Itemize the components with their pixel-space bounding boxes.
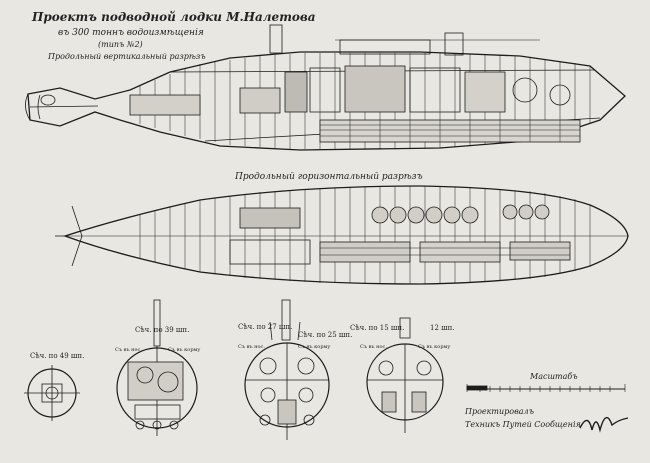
periscope-mast xyxy=(269,24,283,54)
cross-section-27-label: Сѣч. по 27 шп. xyxy=(238,323,293,331)
cross-section-27-right-note: Съ въ корму xyxy=(298,344,331,350)
cross-section-27 xyxy=(244,299,330,440)
horizontal-section-label: Продольный горизонтальный разрѣзъ xyxy=(235,172,423,182)
conning-tower-section xyxy=(281,299,291,341)
drawing-variant: (типъ №2) xyxy=(98,40,143,49)
cross-section-39-right-note: Съ въ корму xyxy=(168,347,201,353)
vertical-section-drawing xyxy=(25,24,626,151)
tower-hatch xyxy=(444,32,464,56)
tower-section xyxy=(399,317,411,339)
cross-section-49-label: Сѣч. по 49 шп. xyxy=(30,352,85,360)
cross-section-15-label: Сѣч. по 15 шп. xyxy=(350,324,405,332)
scale-label: Масштабъ xyxy=(530,372,578,381)
signature-mark xyxy=(579,417,629,433)
cross-section-27-left-note: Съ въ нос. xyxy=(238,344,265,350)
cross-section-39 xyxy=(116,299,198,436)
propeller xyxy=(40,94,56,106)
cross-section-12-label: 12 шп. xyxy=(430,324,455,332)
horizontal-frames xyxy=(139,186,591,284)
stern-fins xyxy=(71,205,83,267)
horizontal-section-drawing xyxy=(55,185,629,285)
cross-section-49 xyxy=(24,365,80,421)
cross-section-25-label: Сѣч. по 25 шп. xyxy=(298,331,353,339)
periscope xyxy=(153,299,161,347)
cross-section-15-right-note: Съ въ корму xyxy=(418,344,451,350)
drawing-title: Проектъ подводной лодки М.Налетова xyxy=(32,10,316,24)
cross-section-39-label: Сѣч. по 39 шп. xyxy=(135,326,190,334)
cross-section-39-left-note: Съ въ нос. xyxy=(115,347,142,353)
cross-section-15 xyxy=(366,317,444,433)
cross-section-15-left-note: Съ въ нос. xyxy=(360,344,387,350)
drawing-subtitle: въ 300 тоннъ водоизмѣщенія xyxy=(58,28,204,38)
signature-line-1: Проектировалъ xyxy=(465,407,534,416)
signature-line-2: Техникъ Путей Сообщенія xyxy=(465,420,581,429)
horizontal-hull xyxy=(63,185,629,285)
scale-bar[interactable] xyxy=(466,384,626,392)
vertical-section-label: Продольный вертикальный разрѣзъ xyxy=(48,52,206,61)
